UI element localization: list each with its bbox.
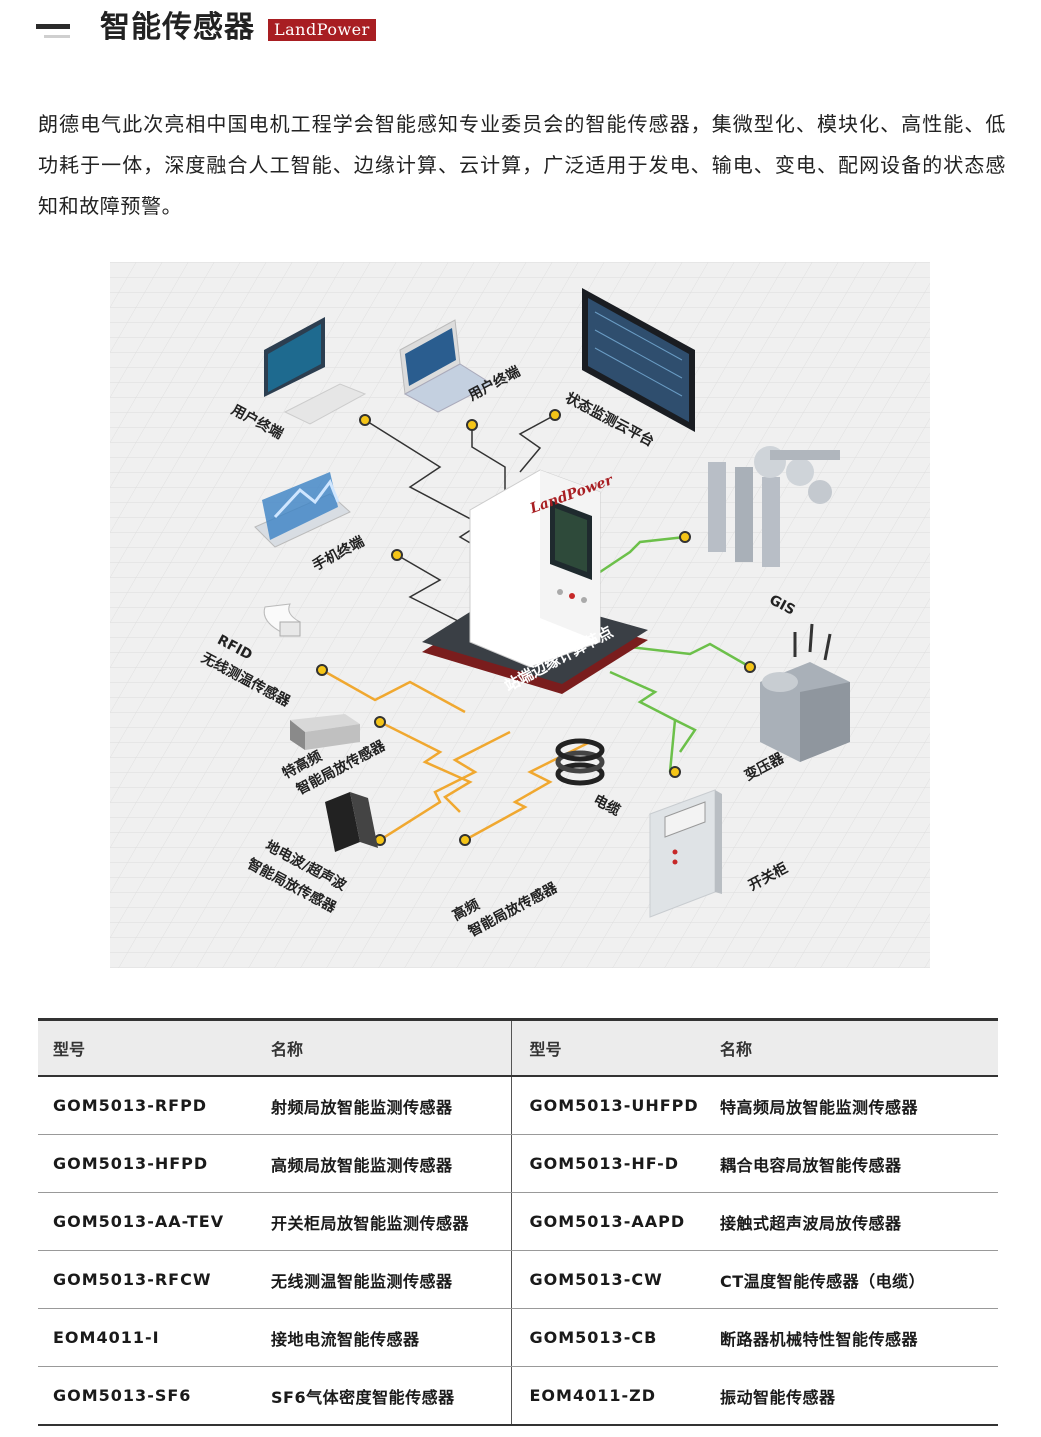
cell-model: GOM5013-HF-D — [510, 1134, 718, 1193]
table-row: EOM4011-I 接地电流智能传感器 GOM5013-CB 断路器机械特性智能… — [38, 1308, 998, 1367]
desktop-pc-icon — [264, 317, 367, 425]
brand-badge: LandPower — [268, 19, 376, 41]
header-model: 型号 — [38, 1018, 269, 1077]
section-header: 智能传感器 LandPower — [36, 8, 536, 48]
cell-name: 特高频局放智能监测传感器 — [718, 1076, 998, 1135]
cell-name: 振动智能传感器 — [718, 1366, 998, 1426]
page-title: 智能传感器 — [100, 10, 255, 45]
uhf-sensor-icon — [290, 714, 360, 750]
cell-name: 开关柜局放智能监测传感器 — [269, 1192, 511, 1251]
table-row: GOM5013-AA-TEV 开关柜局放智能监测传感器 GOM5013-AAPD… — [38, 1192, 998, 1251]
cell-name: 断路器机械特性智能传感器 — [718, 1308, 998, 1367]
cell-name: 射频局放智能监测传感器 — [269, 1076, 511, 1135]
cell-model: GOM5013-RFPD — [38, 1076, 269, 1135]
laptop-icon — [399, 319, 494, 413]
header-model: 型号 — [510, 1018, 718, 1077]
cell-name: SF6气体密度智能传感器 — [269, 1366, 511, 1426]
table-row: GOM5013-HFPD 高频局放智能监测传感器 GOM5013-HF-D 耦合… — [38, 1134, 998, 1193]
cell-name: CT温度智能传感器（电缆） — [718, 1250, 998, 1309]
section-number-dash — [36, 24, 70, 29]
cell-name: 高频局放智能监测传感器 — [269, 1134, 511, 1193]
cable-icon — [555, 738, 605, 786]
header-name: 名称 — [269, 1018, 511, 1077]
equipment-links — [599, 535, 751, 773]
rfid-sensor-icon — [263, 603, 301, 637]
cell-model: EOM4011-I — [38, 1308, 269, 1367]
intro-paragraph: 朗德电气此次亮相中国电机工程学会智能感知专业委员会的智能传感器，集微型化、模块化… — [38, 112, 1006, 218]
sensor-links — [321, 668, 591, 842]
cell-model: GOM5013-UHFPD — [510, 1076, 718, 1135]
transformer-icon — [760, 623, 850, 762]
header-name: 名称 — [718, 1018, 998, 1077]
cloud-platform-monitor-icon — [582, 288, 695, 432]
mobile-phone-icon — [254, 472, 351, 548]
table-row: GOM5013-RFPD 射频局放智能监测传感器 GOM5013-UHFPD 特… — [38, 1076, 998, 1135]
cell-name: 无线测温智能监测传感器 — [269, 1250, 511, 1309]
table-row: GOM5013-RFCW 无线测温智能监测传感器 GOM5013-CW CT温度… — [38, 1250, 998, 1309]
table-row: GOM5013-SF6 SF6气体密度智能传感器 EOM4011-ZD 振动智能… — [38, 1366, 998, 1426]
cell-model: GOM5013-CB — [510, 1308, 718, 1367]
diagram-canvas — [110, 262, 930, 968]
cell-model: GOM5013-CW — [510, 1250, 718, 1309]
table-header-row: 型号 名称 型号 名称 — [38, 1018, 998, 1077]
section-number-underline — [44, 35, 70, 38]
gis-equipment-icon — [708, 446, 840, 567]
cell-model: GOM5013-HFPD — [38, 1134, 269, 1193]
cell-model: GOM5013-AAPD — [510, 1192, 718, 1251]
cell-model: GOM5013-SF6 — [38, 1366, 269, 1426]
tev-sensor-icon — [325, 792, 378, 852]
cell-name: 接地电流智能传感器 — [269, 1308, 511, 1367]
edge-hub — [422, 469, 648, 694]
cell-name: 接触式超声波局放传感器 — [718, 1192, 998, 1251]
cell-model: GOM5013-RFCW — [38, 1250, 269, 1309]
node-dots — [316, 409, 756, 846]
cell-name: 耦合电容局放智能传感器 — [718, 1134, 998, 1193]
switchgear-icon — [649, 789, 722, 918]
cell-model: GOM5013-AA-TEV — [38, 1192, 269, 1251]
cell-model: EOM4011-ZD — [510, 1366, 718, 1426]
system-diagram: LandPower 站端边缘计算节点 用户终端 用户终端 状态监测云平台 手机终… — [110, 262, 930, 968]
sensor-model-table: 型号 名称 型号 名称 GOM5013-RFPD 射频局放智能监测传感器 GOM… — [38, 1018, 998, 1426]
